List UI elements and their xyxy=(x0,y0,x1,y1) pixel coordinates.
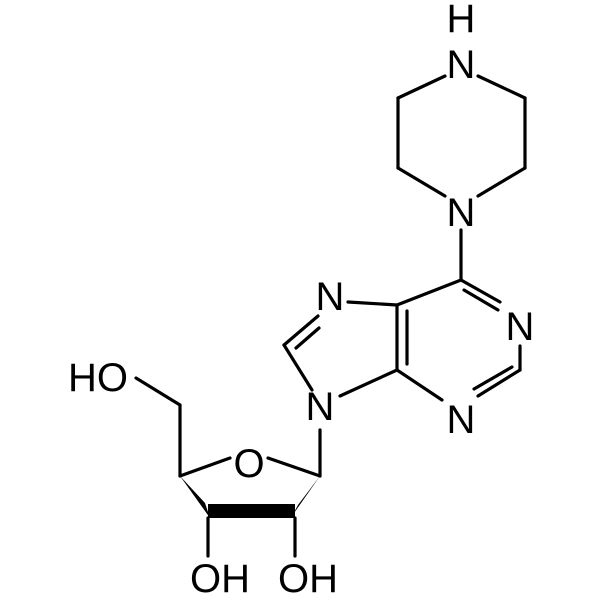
bond-n7-c8-double xyxy=(294,326,321,350)
bond-o-c4prime xyxy=(178,456,232,478)
bond-left-to-n xyxy=(396,166,447,198)
atom-label-ho-5prime: HO xyxy=(68,356,128,400)
atom-label-oh-3prime: OH xyxy=(190,557,250,600)
bond-c5-c6 xyxy=(395,278,463,307)
bond-c8-n9 xyxy=(282,343,314,392)
bond-nh-ch2-left xyxy=(396,74,447,100)
bond-c5prime-o xyxy=(134,376,182,407)
ribose-ring xyxy=(178,456,322,518)
atom-label-h: H xyxy=(447,0,476,41)
bond-c6-n1 xyxy=(459,278,502,304)
atom-label-n9: N xyxy=(306,385,335,429)
atom-label-n-piperazine-bottom: N xyxy=(447,191,476,235)
atom-label-n1: N xyxy=(506,305,535,349)
atom-label-oh-2prime: OH xyxy=(278,557,338,600)
bond-c2-n3 xyxy=(476,368,522,398)
piperazine-ring xyxy=(396,74,527,198)
bond-right-to-n xyxy=(476,166,527,198)
wedge-c4prime-c3prime xyxy=(180,476,210,518)
bond-c6-n1-double xyxy=(462,288,500,312)
wedge-c1prime-c2prime xyxy=(292,476,320,516)
atom-label-o-ribose: O xyxy=(233,442,264,486)
bond-c5-n7 xyxy=(346,300,399,307)
atom-label-n3: N xyxy=(447,398,476,442)
atom-label-n-piperazine-top: N xyxy=(447,43,476,87)
bond-c1prime-o xyxy=(266,456,322,478)
bond-c2-n3-double xyxy=(472,365,514,391)
bond-n9-c4 xyxy=(338,368,399,398)
bond-nh-ch2-right xyxy=(476,74,527,100)
atom-label-n7: N xyxy=(316,275,345,319)
bond-n3-c4 xyxy=(395,368,444,402)
purine-core xyxy=(282,278,522,402)
bond-n7-c8 xyxy=(282,314,320,347)
